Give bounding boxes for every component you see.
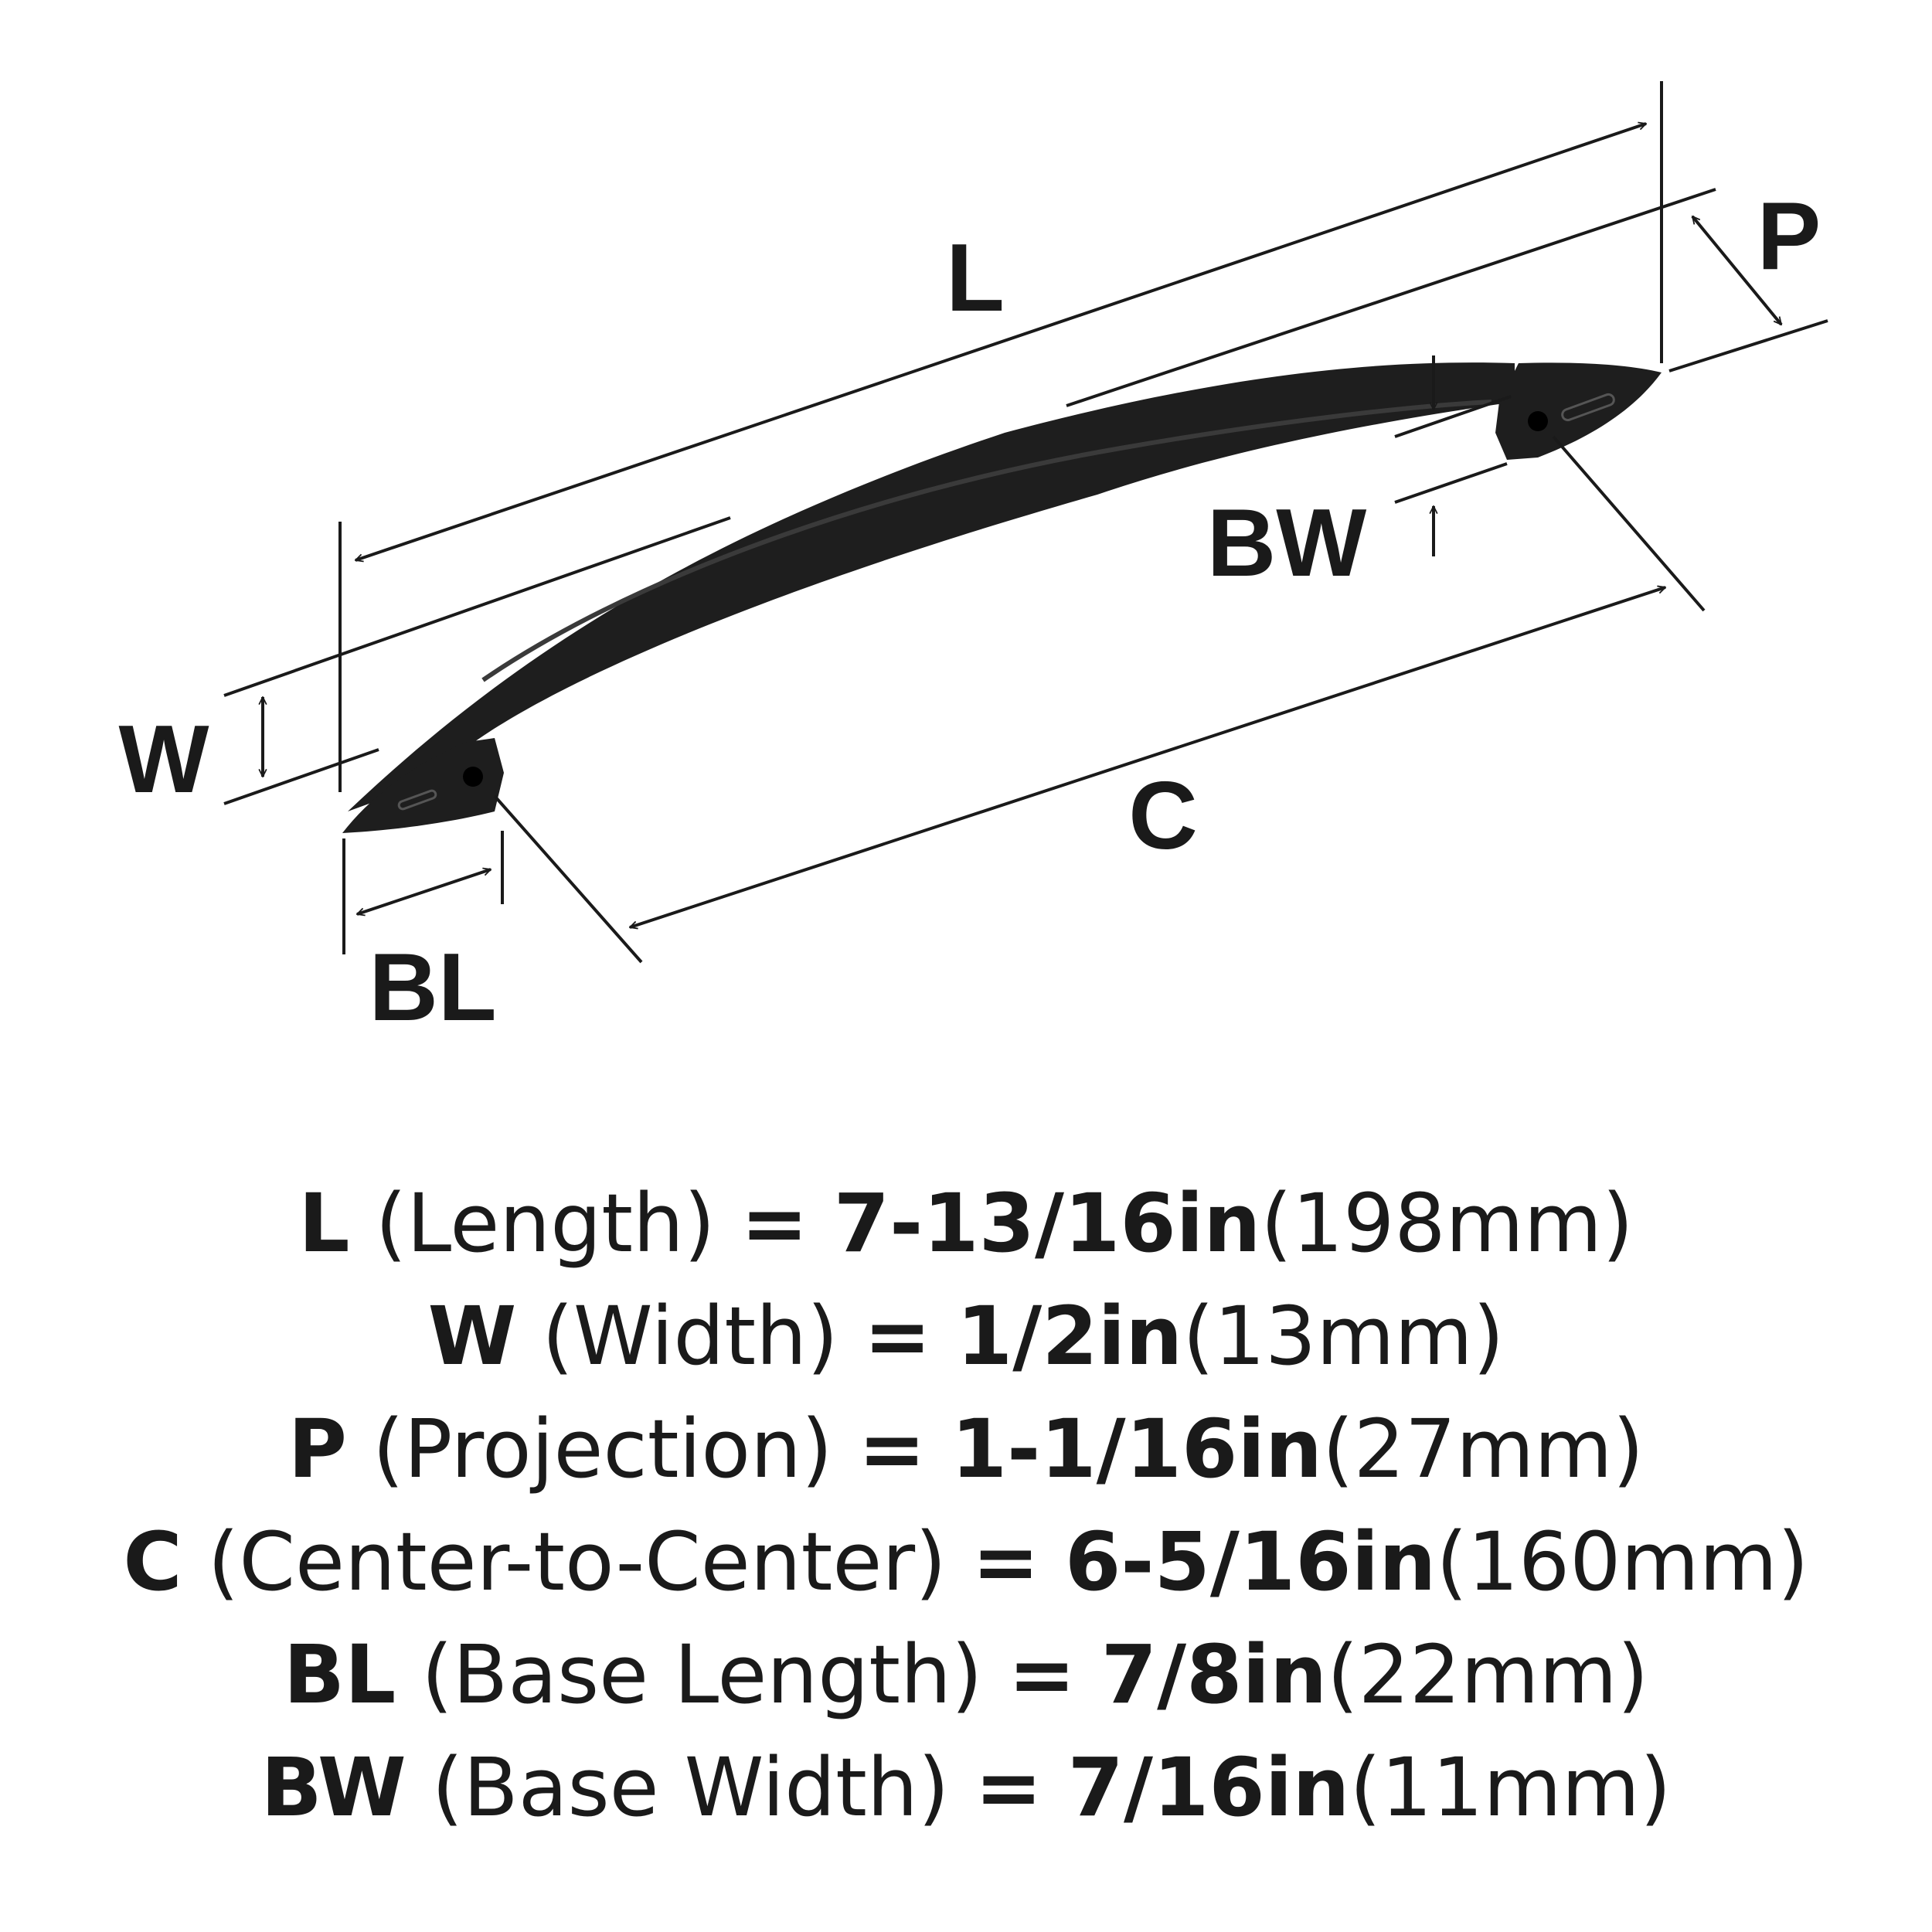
spec-metric-value: (198mm) <box>1260 1176 1634 1270</box>
length-dimension-arrow <box>355 124 1646 560</box>
label-width: W <box>118 706 209 813</box>
projection-dimension-arrow <box>1691 216 1783 325</box>
dimension-lines <box>223 81 1828 964</box>
dimension-spec-list: L (Length) = 7-13/16in(198mm) W (Width) … <box>0 1167 1932 1844</box>
spec-metric-value: (11mm) <box>1349 1740 1672 1835</box>
label-base-length: BL <box>369 934 496 1041</box>
spec-metric-value: (27mm) <box>1322 1402 1645 1496</box>
label-length: L <box>946 225 1005 332</box>
left-base-engraving <box>397 789 437 811</box>
spec-row-base-length: BL (Base Length) = 7/8in(22mm) <box>0 1618 1932 1731</box>
spec-equals: = <box>971 1515 1039 1609</box>
spec-equals: = <box>1008 1628 1076 1722</box>
spec-imperial-value: 1-1/16in <box>951 1402 1323 1496</box>
spec-code: L <box>298 1176 350 1270</box>
spec-row-width: W (Width) = 1/2in(13mm) <box>0 1280 1932 1393</box>
projection-extension-bottom <box>1668 319 1828 372</box>
spec-imperial-value: 6-5/16in <box>1065 1515 1437 1609</box>
spec-metric-value: (22mm) <box>1327 1628 1649 1722</box>
spec-equals: = <box>863 1289 931 1383</box>
spec-row-projection: P (Projection) = 1-1/16in(27mm) <box>0 1393 1932 1505</box>
spec-name: (Projection) <box>372 1402 833 1496</box>
handle-left-base <box>342 738 504 833</box>
width-extension-top <box>223 516 731 697</box>
center-extension-right <box>1552 435 1706 612</box>
cabinet-pull-handle <box>342 362 1662 833</box>
center-dimension-arrow <box>630 587 1665 927</box>
spec-equals: = <box>858 1402 926 1496</box>
width-extension-bottom <box>223 748 379 805</box>
spec-row-length: L (Length) = 7-13/16in(198mm) <box>0 1167 1932 1280</box>
spec-equals: = <box>975 1740 1043 1835</box>
left-screw-hole-icon <box>463 767 483 787</box>
spec-imperial-value: 7/8in <box>1100 1628 1328 1722</box>
spec-name: (Center-to-Center) <box>207 1515 947 1609</box>
spec-name: (Base Width) <box>431 1740 950 1835</box>
projection-extension-top <box>1066 188 1716 407</box>
base-width-extension-top <box>1394 395 1512 438</box>
center-extension-left <box>493 794 643 964</box>
spec-metric-value: (13mm) <box>1182 1289 1505 1383</box>
spec-code: W <box>427 1289 517 1383</box>
spec-code: P <box>287 1402 348 1496</box>
handle-right-base <box>1495 362 1662 460</box>
spec-equals: = <box>740 1176 808 1270</box>
spec-row-base-width: BW (Base Width) = 7/16in(11mm) <box>0 1731 1932 1844</box>
spec-imperial-value: 7-13/16in <box>833 1176 1261 1270</box>
spec-name: (Width) <box>542 1289 838 1383</box>
base-width-extension-bottom <box>1394 462 1508 504</box>
spec-imperial-value: 1/2in <box>956 1289 1183 1383</box>
spec-imperial-value: 7/16in <box>1067 1740 1350 1835</box>
spec-metric-value: (160mm) <box>1436 1515 1809 1609</box>
label-base-width: BW <box>1207 490 1367 597</box>
spec-code: C <box>123 1515 182 1609</box>
spec-name: (Base Length) <box>421 1628 983 1722</box>
base-length-dimension-arrow <box>357 869 491 914</box>
spec-code: BL <box>283 1628 396 1722</box>
label-projection: P <box>1757 183 1821 290</box>
spec-row-center-to-center: C (Center-to-Center) = 6-5/16in(160mm) <box>0 1505 1932 1618</box>
spec-name: (Length) <box>375 1176 716 1270</box>
right-screw-hole-icon <box>1528 411 1548 431</box>
spec-code: BW <box>260 1740 406 1835</box>
label-center-to-center: C <box>1128 763 1198 869</box>
